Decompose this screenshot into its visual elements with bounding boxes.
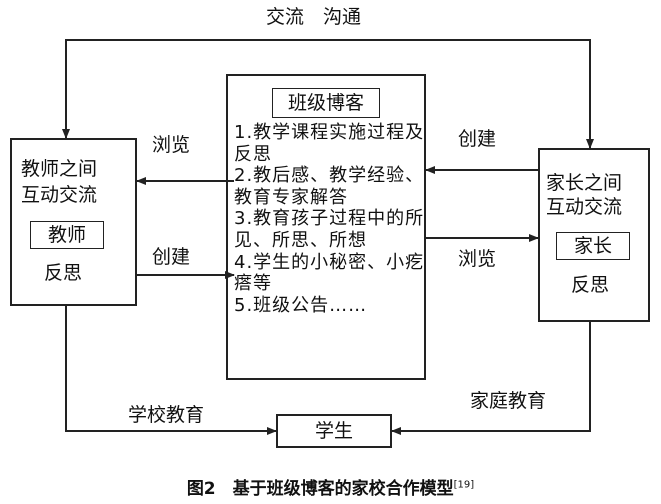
arrow-parent-to-student — [391, 322, 591, 435]
teacher-box-title-1: 教师之间 — [21, 158, 98, 180]
class-blog-title-box: 班级博客 — [272, 88, 380, 118]
parent-box-title-1: 家长之间 — [546, 172, 623, 194]
teacher-box — [10, 138, 137, 306]
teacher-inner-box: 教师 — [30, 221, 104, 249]
label-school-education: 学校教育 — [128, 404, 205, 426]
student-box: 学生 — [276, 414, 392, 448]
blog-item-2: 2.教后感、教学经验、教育专家解答 — [234, 165, 425, 208]
blog-item-1: 1.教学课程实施过程及反思 — [234, 122, 425, 165]
label-create-left: 创建 — [152, 246, 191, 268]
label-browse-right: 浏览 — [458, 248, 497, 270]
blog-item-4: 4.学生的小秘密、小疙瘩等 — [234, 251, 425, 295]
class-blog-title: 班级博客 — [287, 92, 364, 114]
teacher-reflection-label: 反思 — [44, 262, 83, 284]
parent-inner-label: 家长 — [573, 235, 612, 257]
parent-box — [538, 148, 650, 322]
figure-caption-text: 图2 基于班级博客的家校合作模型 — [186, 479, 454, 499]
label-create-right: 创建 — [458, 128, 497, 150]
parent-box-title-2: 互动交流 — [546, 196, 623, 218]
class-blog-content-list: 1.教学课程实施过程及反思 2.教后感、教学经验、教育专家解答 3.教育孩子过程… — [234, 122, 426, 316]
figure-caption-reference: [19] — [453, 479, 475, 491]
top-communication-label: 交流 沟通 — [266, 6, 362, 28]
student-label: 学生 — [314, 420, 353, 442]
teacher-box-title-2: 互动交流 — [21, 184, 98, 206]
arrow-teacher-to-student — [65, 306, 277, 435]
class-blog-box — [226, 74, 426, 380]
figure-caption: 图2 基于班级博客的家校合作模型[19] — [0, 474, 661, 499]
teacher-inner-label: 教师 — [47, 224, 86, 246]
blog-item-3: 3.教育孩子过程中的所见、所思、所想 — [234, 208, 425, 251]
blog-item-5: 5.班级公告…… — [234, 294, 368, 316]
parent-inner-box: 家长 — [556, 232, 630, 260]
label-browse-left: 浏览 — [152, 134, 191, 156]
label-family-education: 家庭教育 — [470, 390, 547, 412]
top-communication-line — [65, 39, 594, 149]
parent-reflection-label: 反思 — [571, 274, 610, 296]
